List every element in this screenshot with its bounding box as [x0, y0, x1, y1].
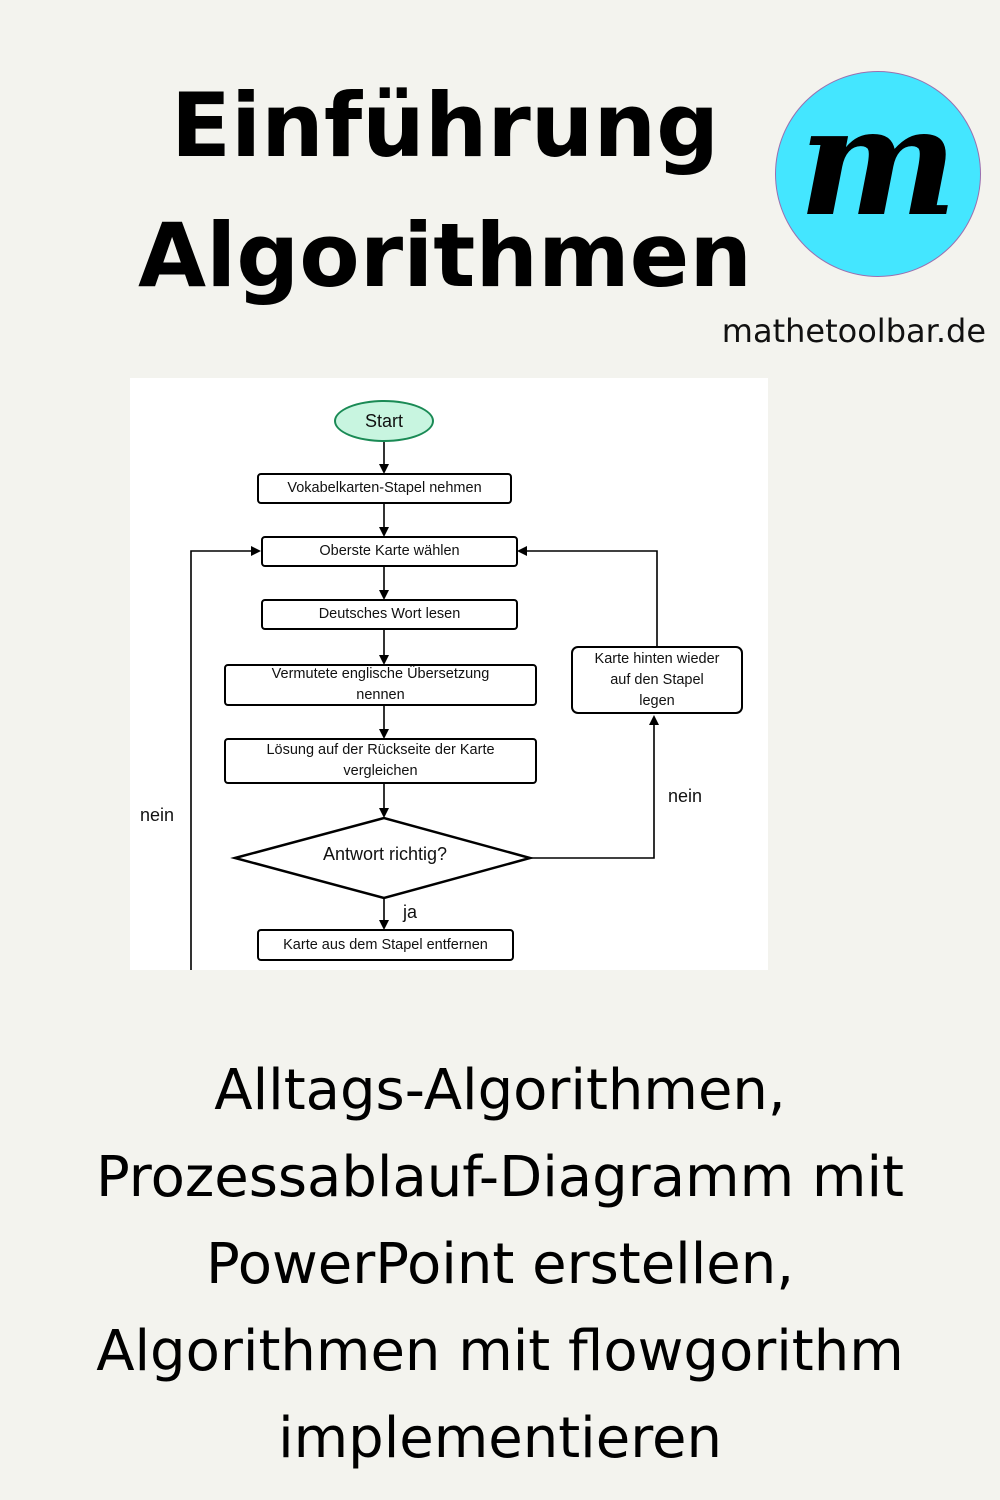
step-put-card-back: Karte hinten wieder auf den Stapel legen — [571, 646, 743, 714]
side-line2: auf den Stapel — [610, 671, 704, 688]
logo: m — [776, 72, 980, 276]
step-guess-line1: Vermutete englische Übersetzung — [271, 666, 490, 682]
step-take-stack-label: Vokabelkarten-Stapel nehmen — [287, 480, 482, 496]
step-guess-line2: nennen — [356, 687, 405, 703]
side-line3: legen — [639, 692, 675, 709]
step-compare-line2: vergleichen — [343, 763, 418, 779]
step-choose-card: Oberste Karte wählen — [261, 536, 518, 567]
subtitle-line-3: PowerPoint erstellen, — [205, 1232, 795, 1297]
side-line1: Karte hinten wieder — [594, 650, 720, 667]
subtitle-line-1: Alltags-Algorithmen, — [214, 1058, 786, 1123]
decision-diamond — [230, 816, 535, 900]
step-choose-card-label: Oberste Karte wählen — [319, 543, 460, 559]
arrow-decision-side — [530, 715, 659, 859]
subtitle-line-4: Algorithmen mit flowgorithm — [96, 1319, 904, 1384]
title-line-1: Einführung — [170, 74, 720, 177]
title-line-2: Algorithmen — [137, 204, 753, 307]
decision-label: Antwort richtig? — [322, 844, 448, 864]
step-take-stack: Vokabelkarten-Stapel nehmen — [257, 473, 512, 504]
label-ja: ja — [403, 902, 418, 922]
subtitle-line-2: Prozessablauf-Diagramm mit — [96, 1145, 904, 1210]
arrow-loop-step2 — [190, 546, 261, 970]
step-guess-translation: Vermutete englische Übersetzung nennen — [224, 664, 537, 706]
subtitle: Alltags-Algorithmen, Prozessablauf-Diagr… — [40, 1047, 960, 1482]
subtitle-line-5: implementieren — [278, 1406, 722, 1471]
start-node: Start — [334, 400, 434, 442]
step-compare-line1: Lösung auf der Rückseite der Karte — [266, 742, 495, 758]
step-read-word: Deutsches Wort lesen — [261, 599, 518, 630]
logo-letter: m — [798, 74, 958, 250]
arrow-side-step2 — [517, 546, 658, 646]
site-url: mathetoolbar.de — [721, 312, 986, 350]
label-nein-right: nein — [668, 786, 703, 806]
step-remove-card: Karte aus dem Stapel entfernen — [257, 929, 514, 961]
flowchart: Start Vokabelkarten-Stapel nehmen Oberst… — [130, 378, 768, 970]
step-compare-solution: Lösung auf der Rückseite der Karte vergl… — [224, 738, 537, 784]
step-read-word-label: Deutsches Wort lesen — [318, 606, 461, 622]
step-remove-card-label: Karte aus dem Stapel entfernen — [283, 936, 488, 953]
flowchart-connectors — [190, 442, 659, 970]
label-nein-left: nein — [140, 805, 175, 825]
